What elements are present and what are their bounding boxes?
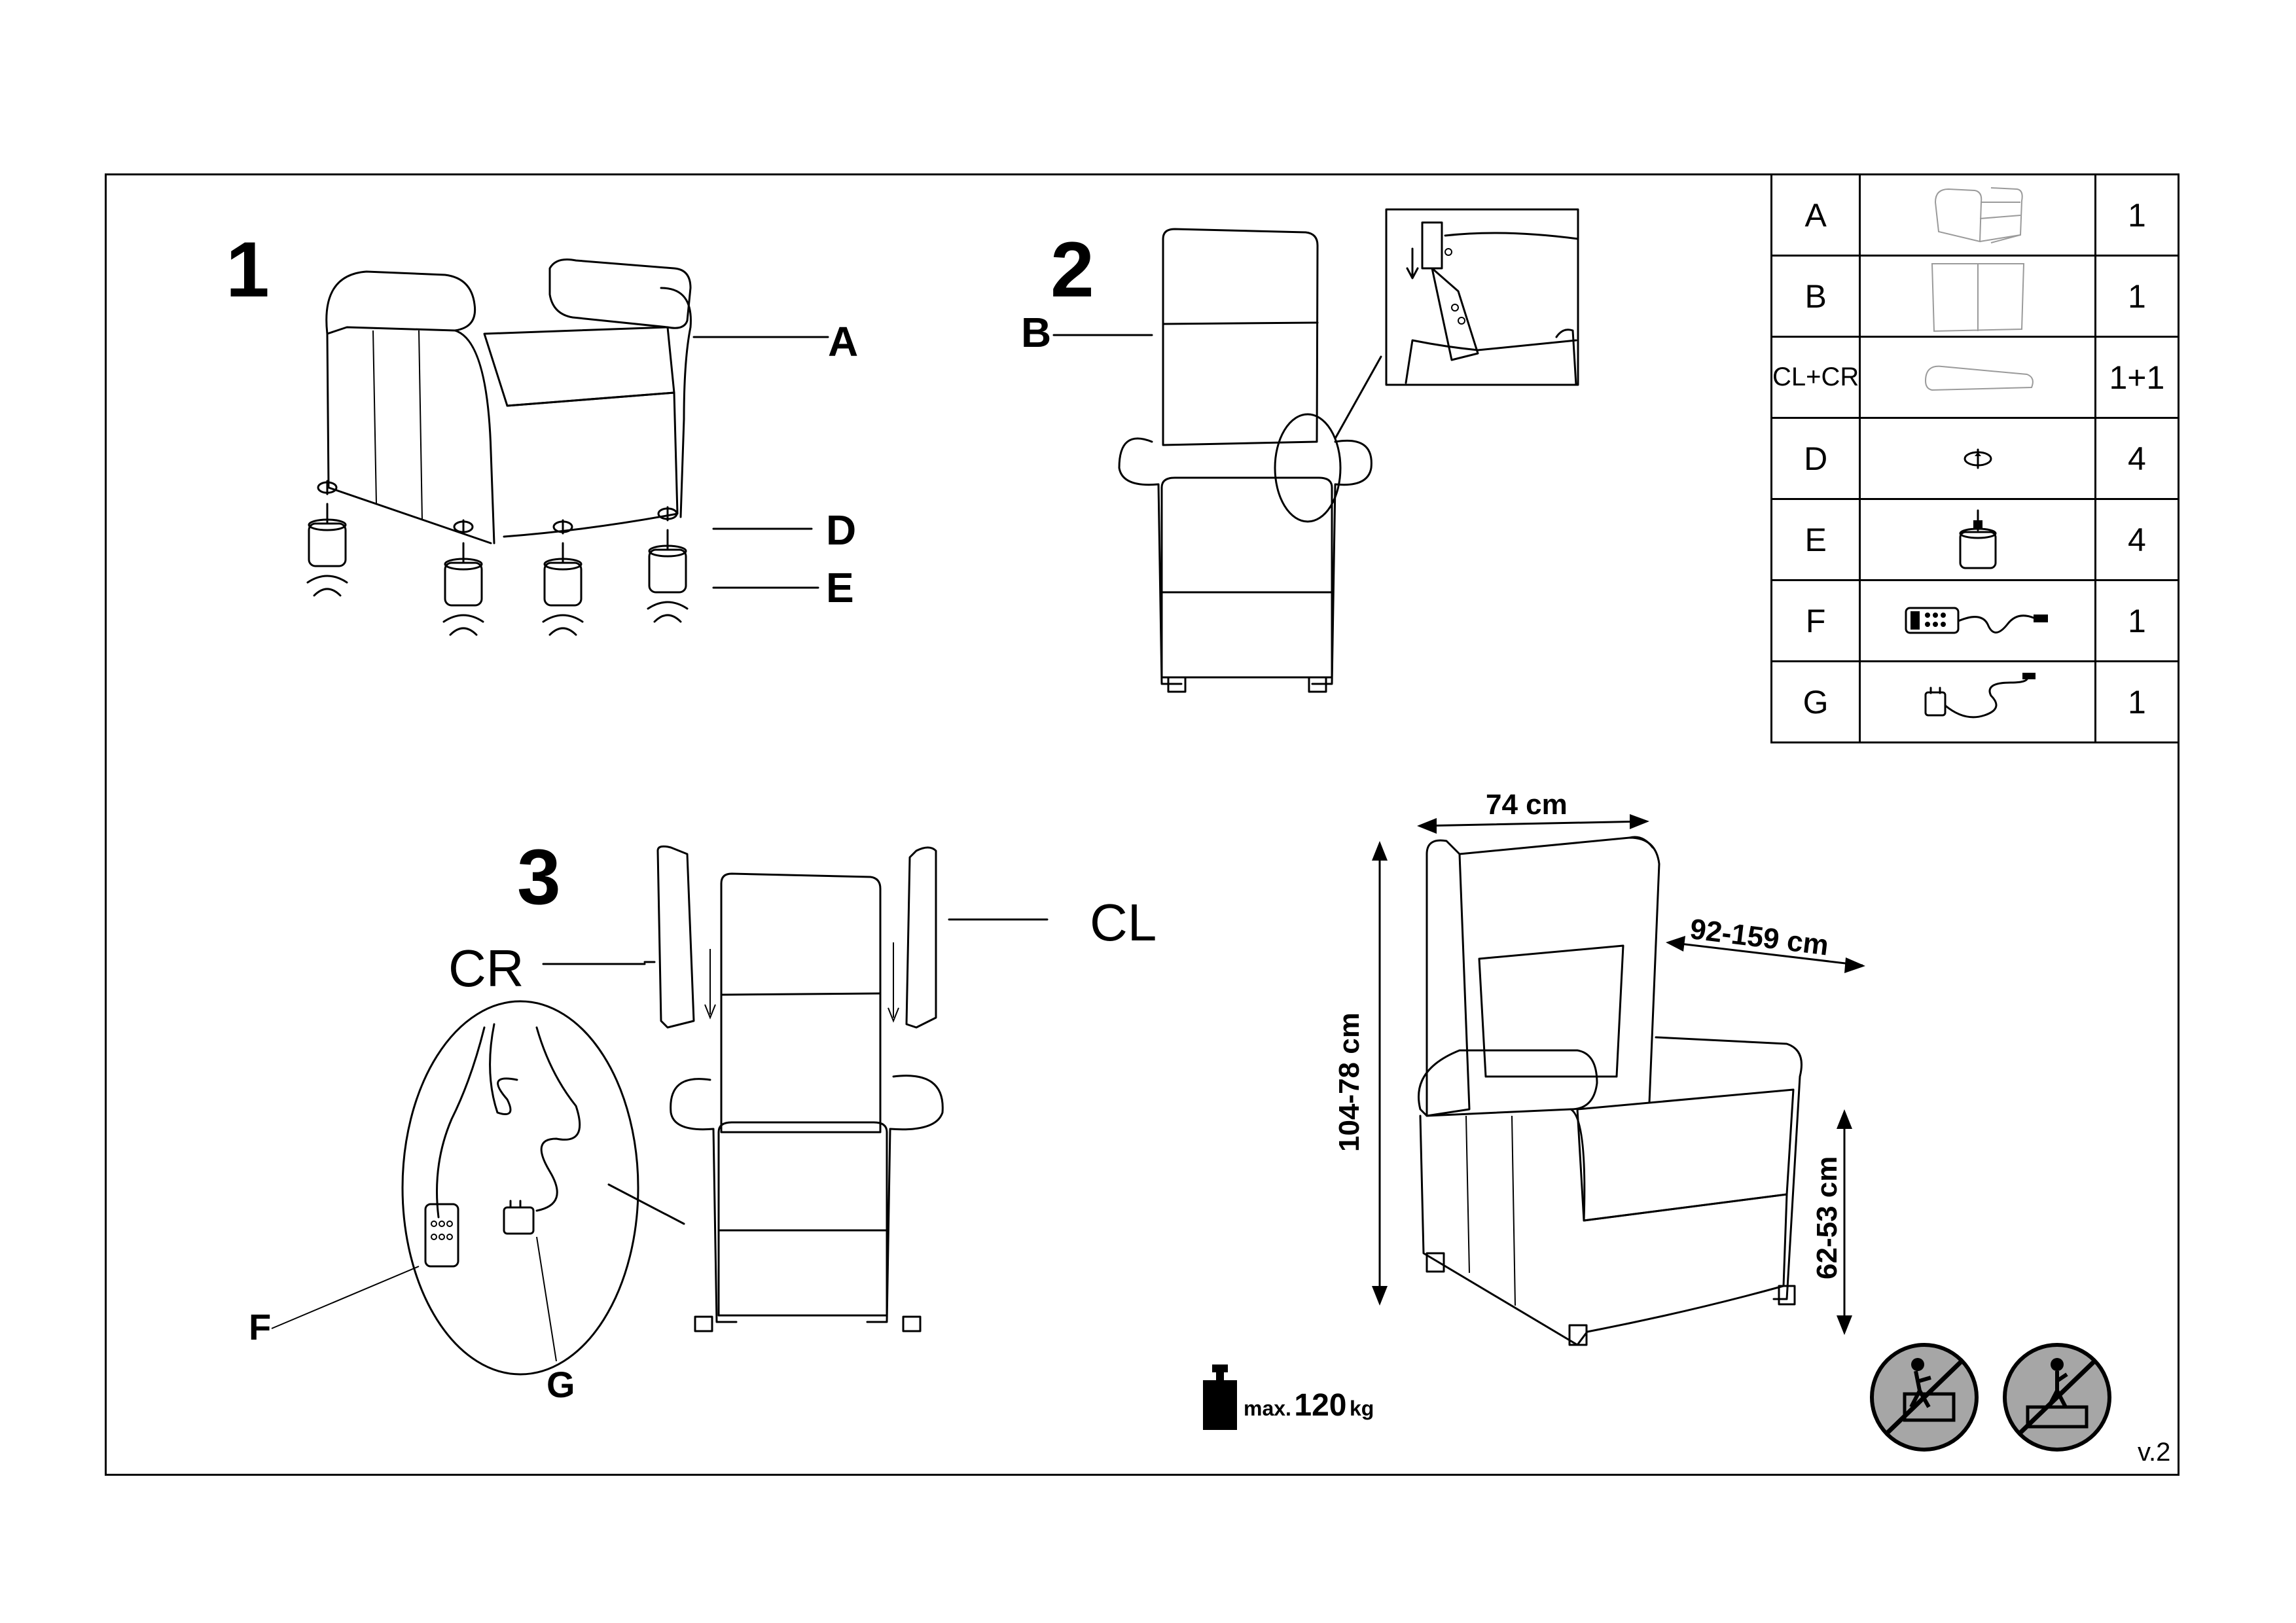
backrest-icon xyxy=(1931,262,2024,332)
power-adapter-icon xyxy=(1924,672,2036,718)
callout-f: F xyxy=(249,1306,272,1347)
part-image xyxy=(1859,579,2096,662)
part-id: E xyxy=(1770,498,1861,581)
part-id: F xyxy=(1770,579,1861,662)
table-row: F 1 xyxy=(1770,579,2180,662)
chair-dimensions-drawing xyxy=(1407,828,1813,1351)
chair-front-step2 xyxy=(1100,226,1401,697)
armchair-drawing-step1 xyxy=(314,255,720,543)
part-image xyxy=(1859,336,2096,419)
table-row: B 1 xyxy=(1770,255,2180,338)
dimension-height: 104-78 cm xyxy=(1333,1012,1365,1152)
callout-b: B xyxy=(1021,309,1052,356)
part-qty: 1 xyxy=(2094,255,2180,338)
max-load-prefix: max. xyxy=(1244,1397,1291,1420)
remote-control-icon xyxy=(1905,607,2048,633)
screw-icon xyxy=(1964,448,1992,469)
callout-cr: CR xyxy=(448,939,524,997)
wing-cl xyxy=(906,847,936,1027)
part-image xyxy=(1859,417,2096,500)
power-adapter-icon xyxy=(504,1207,533,1234)
part-image xyxy=(1859,255,2096,338)
part-qty: 4 xyxy=(2094,498,2180,581)
part-qty: 1 xyxy=(2094,579,2180,662)
weight-icon xyxy=(1203,1364,1237,1430)
no-climbing-icon xyxy=(2001,1342,2113,1453)
part-qty: 1+1 xyxy=(2094,336,2180,419)
part-id: CL+CR xyxy=(1770,336,1861,419)
chair-front-step3 xyxy=(655,844,956,1342)
feet-and-screws-step1 xyxy=(301,484,720,668)
parts-table: A 1 B 1 CL+CR 1+1 D xyxy=(1770,173,2180,743)
no-standing-on-chair-icon xyxy=(1869,1342,1980,1453)
version-label: v.2 xyxy=(2138,1438,2171,1467)
table-row: A 1 xyxy=(1770,173,2180,257)
callout-a: A xyxy=(828,318,859,365)
part-id: A xyxy=(1770,173,1861,257)
callout-g: G xyxy=(547,1364,575,1405)
part-qty: 1 xyxy=(2094,173,2180,257)
foot-icon xyxy=(444,520,483,635)
part-qty: 1 xyxy=(2094,660,2180,743)
step-1-number: 1 xyxy=(226,226,270,313)
foot-icon xyxy=(543,520,583,635)
foot-icon xyxy=(308,481,347,596)
callout-d: D xyxy=(826,507,857,554)
callout-cl: CL xyxy=(1090,893,1157,952)
table-row: E 4 xyxy=(1770,498,2180,581)
wing-cr xyxy=(658,846,694,1027)
part-id: G xyxy=(1770,660,1861,743)
wing-cushion-icon xyxy=(1924,365,2034,391)
step-3-number: 3 xyxy=(517,833,561,921)
remote-control-icon xyxy=(425,1204,458,1266)
table-row: G 1 xyxy=(1770,660,2180,743)
table-row: CL+CR 1+1 xyxy=(1770,336,2180,419)
max-load: max. 120 kg xyxy=(1244,1387,1374,1423)
page-frame xyxy=(105,173,2179,1476)
callout-e: E xyxy=(826,564,854,611)
part-image xyxy=(1859,498,2096,581)
part-id: B xyxy=(1770,255,1861,338)
foot-icon xyxy=(648,507,687,622)
hinge-detail-step2 xyxy=(1386,209,1579,386)
part-id: D xyxy=(1770,417,1861,500)
table-row: D 4 xyxy=(1770,417,2180,500)
dimension-seat-height: 62-53 cm xyxy=(1811,1156,1843,1279)
step-2-number: 2 xyxy=(1050,226,1094,313)
max-load-value: 120 xyxy=(1294,1388,1347,1423)
max-load-unit: kg xyxy=(1349,1397,1374,1420)
part-image xyxy=(1859,173,2096,257)
part-image xyxy=(1859,660,2096,743)
dimension-width: 74 cm xyxy=(1486,789,1568,821)
armchair-icon xyxy=(1934,187,2023,243)
part-qty: 4 xyxy=(2094,417,2180,500)
foot-icon xyxy=(1959,509,1996,569)
